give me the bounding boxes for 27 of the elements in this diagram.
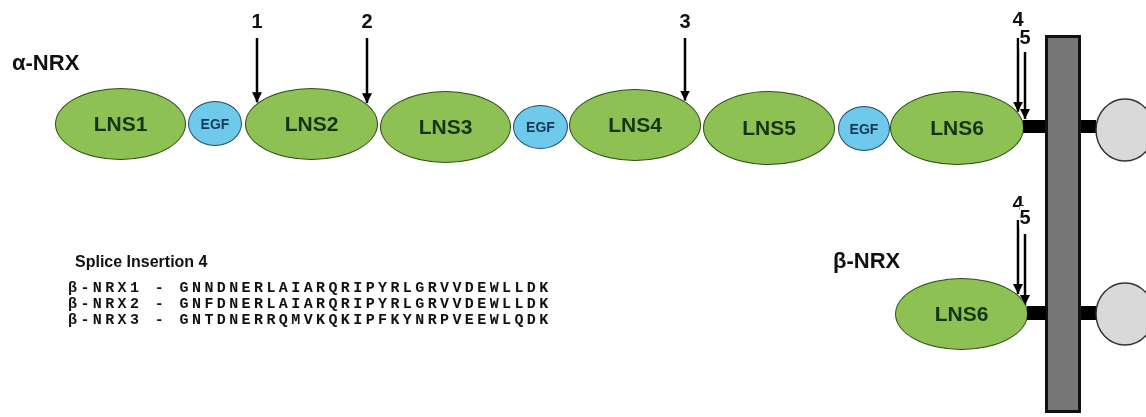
protein-name: β-NRX <box>833 248 901 274</box>
domain-label: LNS3 <box>418 115 473 139</box>
arrow <box>1020 52 1030 119</box>
egf-domain <box>838 106 890 151</box>
domain-label: EGF <box>526 119 555 135</box>
domain-label: LNS6 <box>934 302 989 326</box>
domain-label: LNS4 <box>608 113 662 137</box>
domain-label: LNS5 <box>742 116 796 140</box>
arrow <box>1013 38 1023 112</box>
arrow <box>1013 220 1023 294</box>
splice-site-number: 5 <box>1019 206 1031 228</box>
domain-label: EGF <box>200 115 230 132</box>
domain-label: EGF <box>849 120 879 137</box>
sequence-line: β-NRX2 - GNFDNERLAIARQRIPYRLGRVVDEWLLDK <box>68 297 552 313</box>
arrow <box>362 38 372 104</box>
protein-name: α-NRX <box>12 50 80 76</box>
domain-label: LNS1 <box>93 112 148 136</box>
domain-label: LNS2 <box>284 112 339 136</box>
arrow <box>1020 234 1030 305</box>
egf-domain <box>188 101 242 146</box>
sequence-line: β-NRX3 - GNTDNERRQMVKQKIPFKYNRPVEEWLQDK <box>68 313 552 329</box>
arrow <box>252 38 262 103</box>
section-heading: Splice Insertion 4 <box>75 253 208 271</box>
arrow <box>680 38 690 101</box>
egf-domain <box>513 105 568 149</box>
sequence-line: β-NRX1 - GNNDNERLAIARQRIPYRLGRVVDEWLLDK <box>68 281 552 297</box>
domain-label: LNS6 <box>930 116 984 140</box>
